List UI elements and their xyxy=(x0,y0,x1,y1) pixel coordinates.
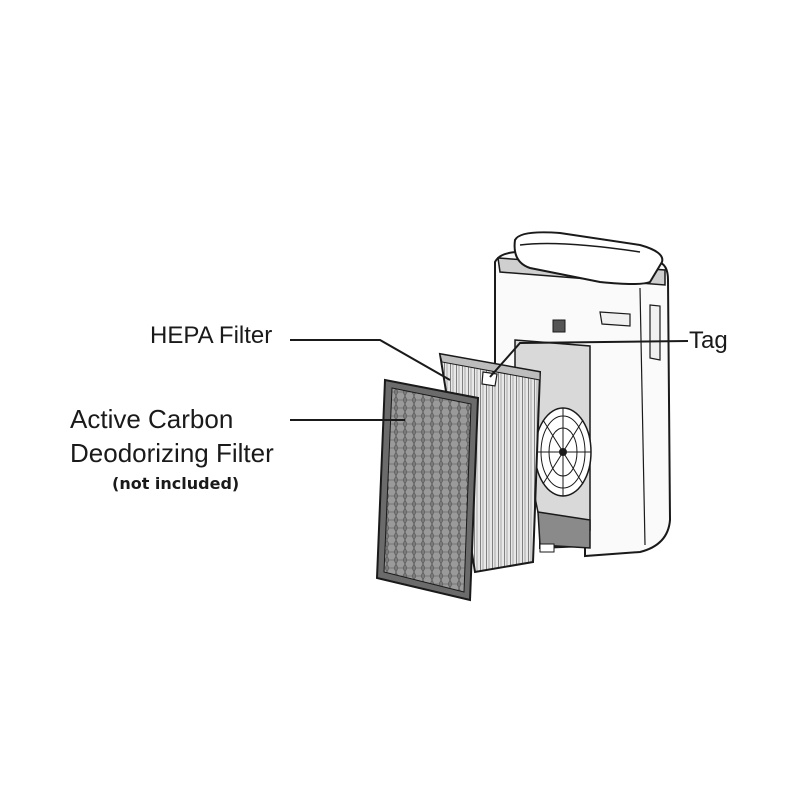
tag-leader-line xyxy=(489,340,689,378)
carbon-filter-label-line1: Active Carbon xyxy=(70,404,234,434)
tag-icon xyxy=(481,371,498,387)
not-included-note: (not included) xyxy=(112,474,240,493)
fan-icon xyxy=(534,407,592,497)
carbon-filter-label-line2: Deodorizing Filter xyxy=(70,438,274,468)
carbon-filter-panel xyxy=(375,378,480,602)
hepa-leader-line xyxy=(290,339,451,381)
leader-lines xyxy=(290,339,689,421)
tag-label: Tag xyxy=(689,327,728,354)
hepa-filter-label: HEPA Filter xyxy=(150,322,273,349)
